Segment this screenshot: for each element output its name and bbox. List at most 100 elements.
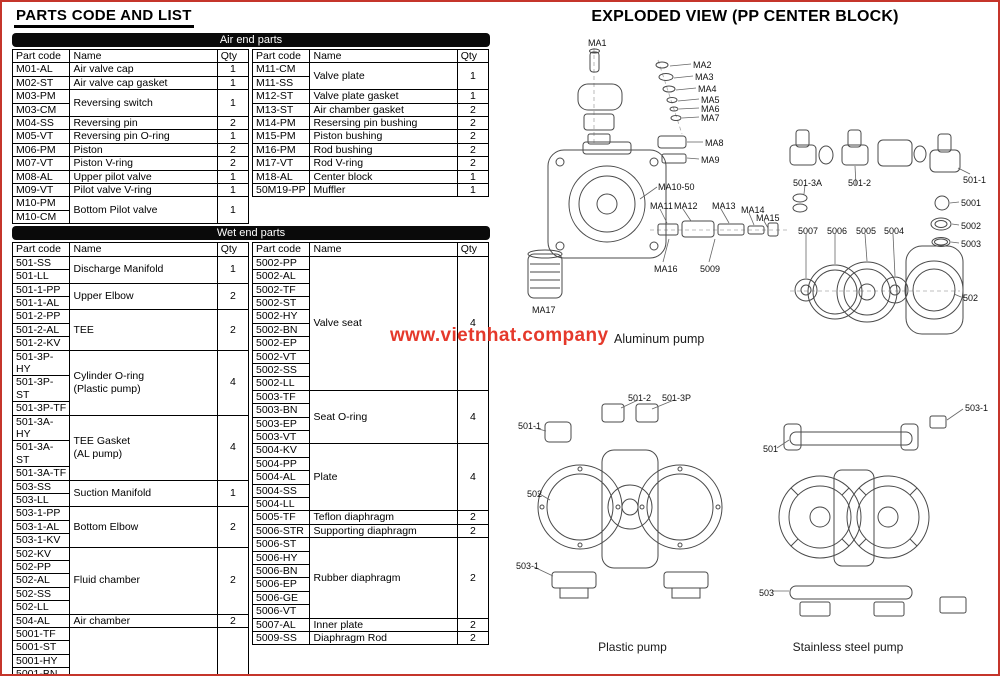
part-qty-cell: 1 (456, 62, 490, 91)
part-code-cell: 503-1-PP (11, 506, 71, 521)
part-code-cell: 502-SS (11, 586, 71, 602)
parts-list-title: PARTS CODE AND LIST (14, 7, 194, 28)
part-code-cell: 501-SS (11, 255, 71, 271)
plastic-pump-drawing (537, 403, 723, 599)
column-header: Name (69, 48, 218, 64)
part-qty-cell: 1 (216, 75, 250, 91)
part-qty-cell: 2 (456, 156, 490, 171)
part-name-cell: Discharge Manifold (69, 255, 218, 284)
part-code-cell: 5001-TF (11, 627, 71, 642)
part-name-cell: Piston bushing (309, 129, 458, 144)
table-row: 5001-BN (11, 667, 249, 674)
part-name-cell: TEE (69, 309, 218, 351)
part-qty-cell: 2 (216, 309, 250, 351)
valve-ball-seat-drawing (930, 195, 952, 247)
part-code-cell: 5001-ST (11, 640, 71, 655)
part-code-cell: 501-3A-HY (11, 414, 71, 442)
part-name-cell: Valve ball (69, 627, 218, 674)
air-valve-parts-drawing (577, 48, 687, 164)
table-row: 502-LL (11, 600, 249, 615)
part-name-cell: Plate (309, 443, 458, 512)
part-code-cell: 5002-BN (251, 322, 311, 338)
table-row: 5002-EP (251, 336, 489, 351)
part-name-cell: Rod bushing (309, 142, 458, 158)
table-row: 5006-HY (251, 550, 489, 566)
part-code-cell: 503-SS (11, 479, 71, 495)
part-qty-cell: 2 (216, 156, 250, 171)
part-code-cell: 5003-VT (251, 429, 311, 445)
part-name-cell: Valve plate gasket (309, 89, 458, 104)
part-code-cell: M13-ST (251, 102, 311, 118)
part-qty-cell: 4 (456, 443, 490, 512)
part-code-cell: 503-1-KV (11, 533, 71, 548)
table-row: 5003-VT (251, 429, 489, 445)
part-name-cell: Inner plate (309, 617, 458, 633)
part-code-cell: 5004-KV (251, 443, 311, 458)
table-row: 5002-LL (251, 376, 489, 391)
column-header: Qty (456, 48, 490, 64)
part-name-cell: Upper pilot valve (69, 169, 218, 185)
part-name-cell: Valve seat (309, 255, 458, 391)
part-name-cell: Cylinder O-ring (Plastic pump) (69, 349, 218, 416)
column-header: Name (309, 48, 458, 64)
plastic-pump-caption: Plastic pump (598, 640, 667, 654)
part-code-cell: 5002-SS (251, 362, 311, 378)
part-code-cell: 5006-GE (251, 590, 311, 606)
table-row: 5004-AL (251, 470, 489, 485)
part-qty-cell: 4 (456, 255, 490, 391)
part-qty-cell: 1 (216, 479, 250, 508)
table-row: 5002-HY (251, 309, 489, 324)
part-qty-cell: 1 (216, 183, 250, 198)
part-code-cell: 5002-AL (251, 269, 311, 284)
part-name-cell: TEE Gasket (AL pump) (69, 414, 218, 481)
part-code-cell: 5003-BN (251, 403, 311, 418)
part-qty-cell: 2 (216, 116, 250, 131)
part-qty-cell: 4 (456, 389, 490, 445)
part-name-cell: Piston (69, 142, 218, 158)
part-code-cell: 5001-HY (11, 653, 71, 669)
part-qty-cell: 2 (216, 142, 250, 158)
aluminum-pump-caption: Aluminum pump (614, 332, 705, 346)
table-row: 5002-TF (251, 282, 489, 297)
part-code-cell: M10-PM (11, 196, 71, 211)
table-row: M11-SS (251, 75, 489, 91)
part-code-cell: 5002-LL (251, 376, 311, 391)
part-qty-cell: 1 (216, 169, 250, 185)
part-code-cell: 502-AL (11, 573, 71, 588)
center-block-drawing (547, 141, 667, 259)
shaft-assembly-drawing (657, 220, 779, 238)
part-code-cell: M10-CM (11, 209, 71, 225)
table-row: 5002-AL (251, 269, 489, 284)
part-name-cell: Diaphragm Rod (309, 631, 458, 646)
column-header: Part code (11, 242, 71, 257)
part-code-cell: 501-2-KV (11, 336, 71, 351)
table-row: 503-1-KV (11, 533, 249, 548)
part-qty-cell: 2 (456, 523, 490, 539)
part-code-cell: 5006-STR (251, 523, 311, 539)
table-row: 502-PP (11, 560, 249, 575)
part-code-cell: 5006-EP (251, 577, 311, 592)
column-header: Part code (251, 48, 311, 64)
part-code-cell: 5004-PP (251, 456, 311, 472)
part-qty-cell: 1 (216, 89, 250, 118)
muffler-drawing (527, 249, 563, 299)
part-code-cell: 5002-VT (251, 349, 311, 364)
part-code-cell: M16-PM (251, 142, 311, 158)
part-name-cell: Pilot valve V-ring (69, 183, 218, 198)
